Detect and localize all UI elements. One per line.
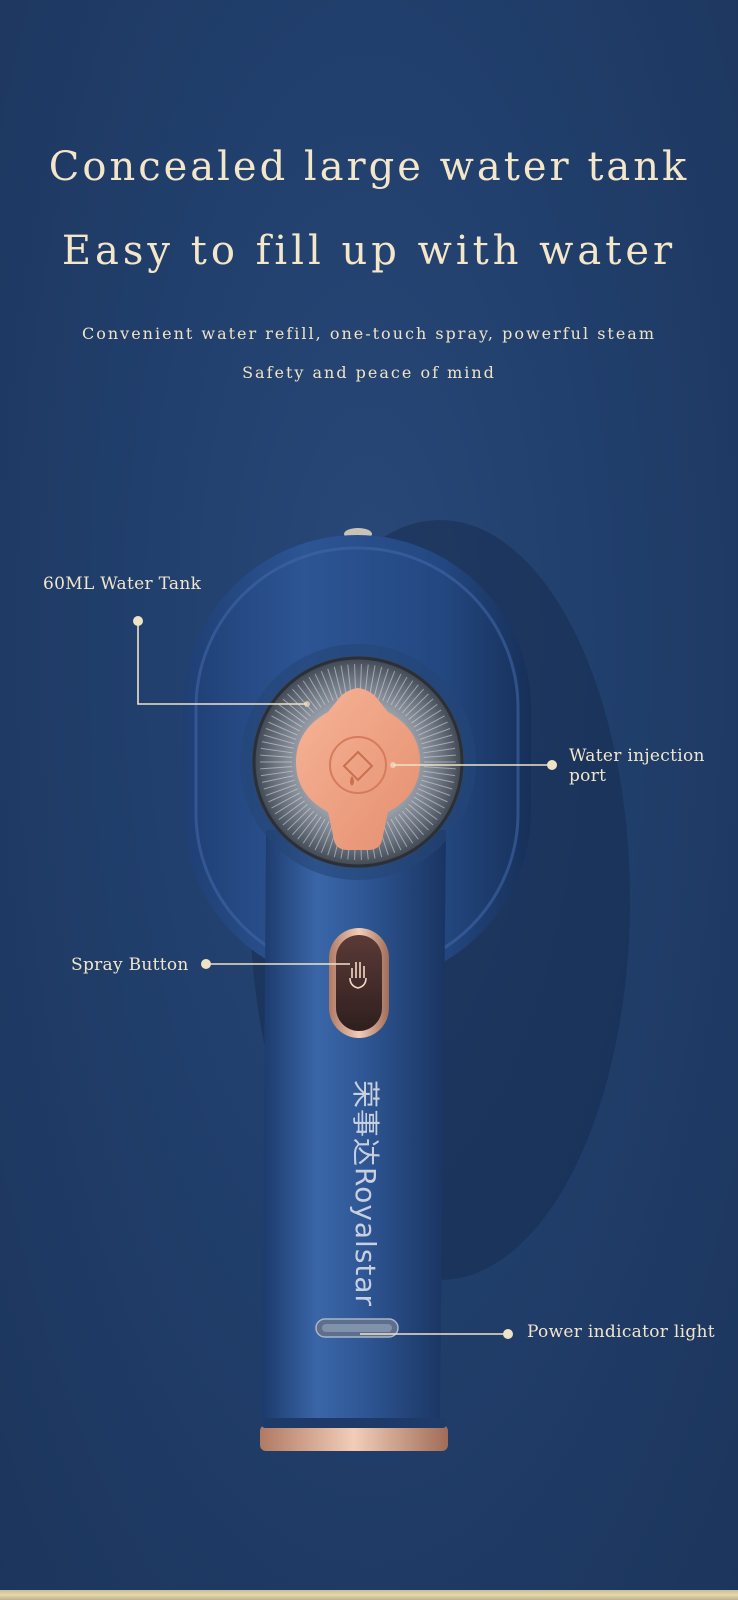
- bottom-border: [0, 1590, 738, 1600]
- hand-press-icon: [349, 962, 367, 989]
- dial-tick: [287, 807, 311, 831]
- dial-tick: [268, 721, 298, 736]
- dial-tick: [297, 813, 318, 840]
- dial-tick: [421, 734, 453, 745]
- dial-tick: [418, 721, 448, 736]
- dial-tick: [405, 807, 429, 831]
- dial-tick: [398, 813, 419, 840]
- dial-tick: [292, 810, 315, 836]
- callout-water-tank: 60ML Water Tank: [43, 574, 202, 594]
- dial-tick: [263, 734, 295, 745]
- dial-tick: [260, 766, 293, 770]
- dial-tick: [423, 754, 456, 758]
- brand-logo: 荣事达Royalstar: [349, 1080, 382, 1307]
- spray-button[interactable]: [336, 935, 382, 1031]
- dial-tick: [408, 804, 434, 826]
- dial-tick: [421, 779, 453, 790]
- dial-tick: [271, 715, 300, 732]
- dial-tick: [260, 754, 293, 758]
- dial-tick: [263, 779, 295, 790]
- dial-tick: [308, 818, 326, 848]
- dial-tick: [292, 688, 315, 714]
- dial-tick: [271, 792, 300, 809]
- dial-tick: [314, 821, 330, 851]
- dial-tick: [423, 770, 456, 777]
- dial-tick: [411, 703, 438, 724]
- dial-tick: [320, 823, 334, 854]
- dial-tick: [423, 766, 456, 770]
- dial-tick: [390, 818, 408, 848]
- dial-tick: [382, 670, 396, 701]
- dial-tick: [386, 821, 402, 851]
- dial-tick: [297, 684, 318, 711]
- dial-tick: [394, 816, 414, 844]
- callout-power-light: Power indicator light: [527, 1322, 715, 1342]
- dial-tick: [401, 810, 424, 836]
- dial-tick: [382, 823, 396, 854]
- dial-tick: [416, 715, 445, 732]
- dial-tick: [262, 741, 294, 749]
- callout-dots: [133, 616, 557, 1339]
- dial-tick: [413, 796, 442, 815]
- water-drop-icon: [342, 750, 374, 786]
- callout-water-port-line2: port: [569, 766, 607, 786]
- dial-tick: [423, 747, 456, 754]
- dial-tick: [265, 784, 297, 796]
- dial-tick: [398, 684, 419, 711]
- dial-tick: [411, 800, 438, 821]
- dial-tick: [260, 770, 293, 777]
- dial-tick: [278, 800, 305, 821]
- dial-tick: [333, 666, 343, 699]
- dial-tick: [405, 693, 429, 717]
- dial-tick: [262, 775, 294, 783]
- dial-tick: [401, 688, 424, 714]
- dial-tick: [340, 665, 348, 698]
- dial-tick: [386, 673, 402, 703]
- dial-tick: [373, 666, 383, 699]
- dial-tick: [408, 698, 434, 720]
- dial-tick: [274, 796, 303, 815]
- dial-tick: [308, 676, 326, 706]
- dial-tick: [302, 680, 322, 708]
- dial-tick: [422, 741, 454, 749]
- device-handle: [262, 830, 446, 1420]
- headline-line-2: Easy to fill up with water: [61, 228, 677, 274]
- dial-tick: [268, 788, 298, 803]
- dial-tick: [278, 703, 305, 724]
- dial-tick: [418, 788, 448, 803]
- dial-tick: [390, 676, 408, 706]
- base-rim: [260, 1425, 448, 1451]
- dial-tick: [282, 698, 308, 720]
- dial-tick: [260, 747, 293, 754]
- dial-tick: [368, 665, 376, 698]
- subheadline-line-2: Safety and peace of mind: [242, 363, 496, 382]
- dial-tick: [274, 709, 303, 728]
- callout-spray-button: Spray Button: [71, 955, 189, 975]
- dial-tick: [282, 804, 308, 826]
- headline-line-1: Concealed large water tank: [48, 144, 690, 190]
- dial-tick: [419, 784, 451, 796]
- dial-tick: [413, 709, 442, 728]
- dial-tick: [416, 792, 445, 809]
- water-injection-cap[interactable]: [296, 688, 420, 850]
- dial-tick: [302, 816, 322, 844]
- dial-tick: [419, 728, 451, 740]
- subheadline-line-1: Convenient water refill, one-touch spray…: [81, 324, 657, 343]
- dial-tick: [327, 668, 339, 700]
- dial-tick: [287, 693, 311, 717]
- dial-tick: [320, 670, 334, 701]
- dial-tick: [265, 728, 297, 740]
- dial-tick: [422, 775, 454, 783]
- dial-tick: [394, 680, 414, 708]
- callout-water-port: Water injection port: [569, 746, 705, 786]
- dial-tick: [377, 668, 389, 700]
- callout-lines: [137, 621, 552, 1335]
- callout-water-port-line1: Water injection: [569, 746, 705, 766]
- dial-tick: [314, 673, 330, 703]
